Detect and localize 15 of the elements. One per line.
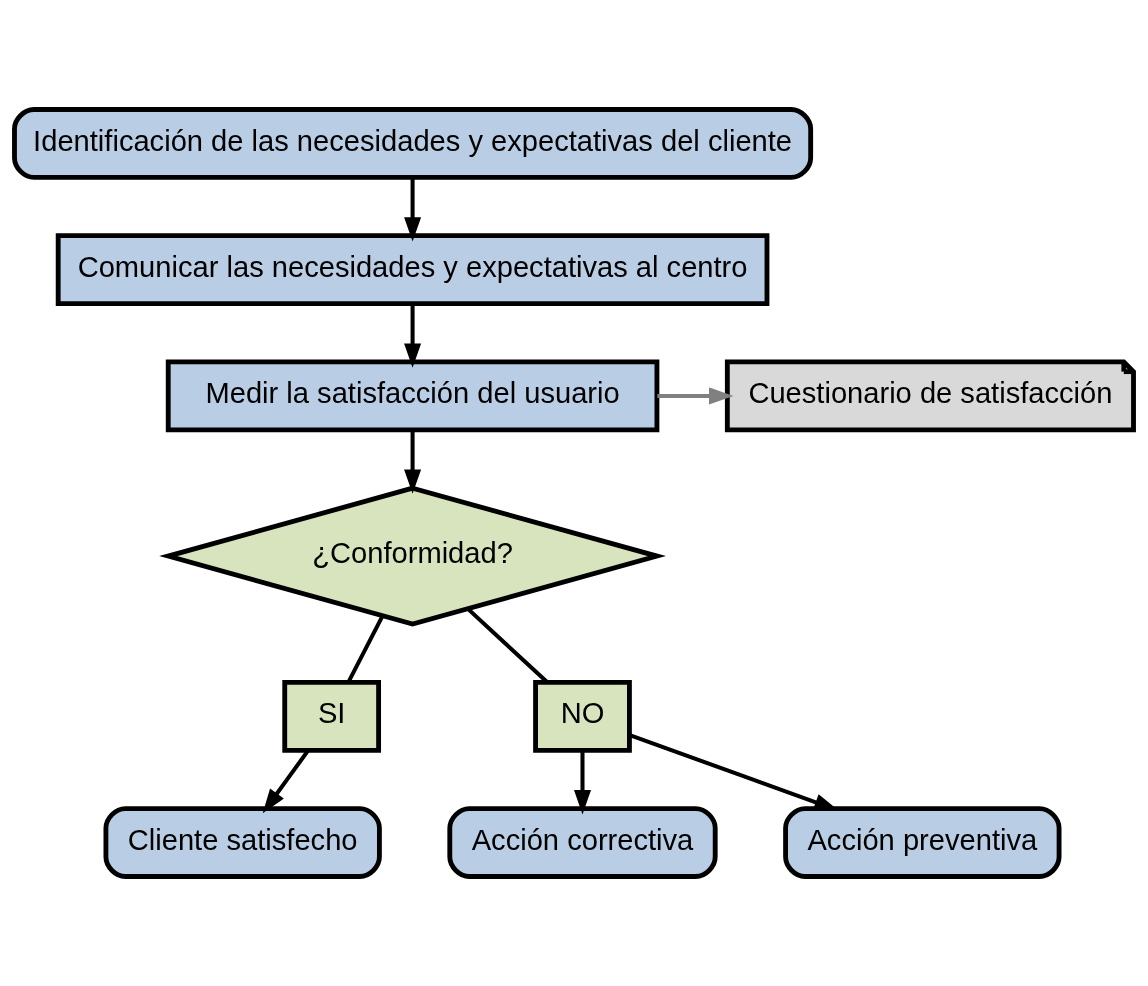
arrow — [404, 430, 422, 494]
arrow — [657, 387, 734, 405]
arrow — [404, 178, 422, 242]
node-box: Medir la satisfacción del usuario — [165, 359, 660, 433]
node-box: Comunicar las necesidades y expectativas al centro — [55, 233, 770, 307]
node-box: Acción preventiva — [783, 806, 1062, 879]
node-box: SI — [282, 679, 382, 753]
node-box: Identificación de las necesidades y expectativas del cliente — [12, 107, 814, 180]
arrow — [404, 304, 422, 368]
node-box: Cliente satisfecho — [103, 806, 382, 879]
arrow — [262, 749, 310, 814]
arrow — [573, 750, 591, 815]
node-diamond: ¿Conformidad? — [159, 485, 666, 627]
node-box: Acción correctiva — [447, 806, 718, 879]
node-box: NO — [533, 679, 632, 753]
